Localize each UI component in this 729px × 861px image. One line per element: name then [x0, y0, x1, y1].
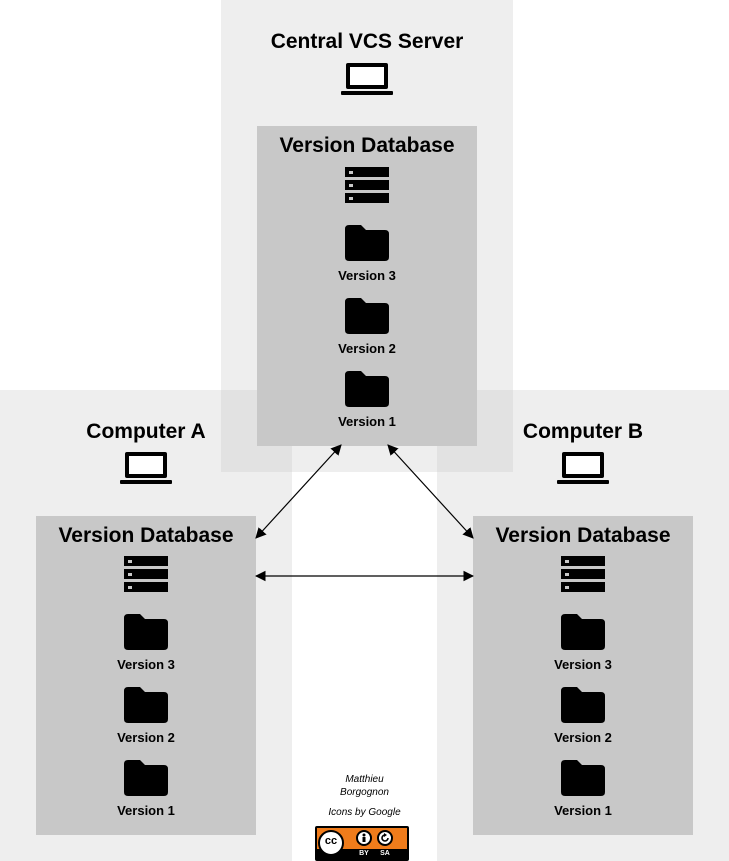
arrow-server-computer-a — [255, 444, 342, 539]
server-db-title: Version Database — [279, 134, 455, 157]
computer-a-db-title: Version Database — [58, 524, 234, 547]
folder-icon — [124, 760, 168, 796]
license-by-label: BY — [359, 850, 369, 857]
server-version-1: Version 1 — [338, 414, 396, 429]
server-title: Central VCS Server — [270, 30, 464, 53]
database-icon — [561, 556, 605, 592]
server-version-2: Version 2 — [338, 341, 396, 356]
author-credit-line2: Borgognon — [340, 787, 389, 798]
laptop-icon — [341, 63, 393, 95]
server-version-3: Version 3 — [338, 268, 396, 283]
computer-b-version-2: Version 2 — [554, 730, 612, 745]
database-icon — [345, 167, 389, 203]
laptop-icon — [120, 452, 172, 484]
cc-label: cc — [324, 835, 338, 847]
arrow-server-computer-b — [387, 444, 474, 539]
folder-icon — [124, 687, 168, 723]
folder-icon — [561, 687, 605, 723]
computer-b-title: Computer B — [522, 420, 644, 443]
computer-a-version-2: Version 2 — [117, 730, 175, 745]
laptop-icon — [557, 452, 609, 484]
license-sa-label: SA — [380, 850, 390, 857]
folder-icon — [345, 225, 389, 261]
folder-icon — [561, 760, 605, 796]
folder-icon — [345, 298, 389, 334]
folder-icon — [345, 371, 389, 407]
folder-icon — [561, 614, 605, 650]
computer-a-version-1: Version 1 — [117, 803, 175, 818]
database-icon — [124, 556, 168, 592]
cc-circle — [318, 830, 344, 856]
author-credit-line1: Matthieu — [345, 774, 384, 785]
computer-a-version-3: Version 3 — [117, 657, 175, 672]
computer-b-version-3: Version 3 — [554, 657, 612, 672]
computer-a-title: Computer A — [86, 420, 206, 443]
computer-b-db-title: Version Database — [495, 524, 671, 547]
icons-credit: Icons by Google — [328, 807, 401, 818]
by-icon — [356, 830, 372, 846]
license-badge[interactable]: cc BY SA — [315, 826, 409, 861]
computer-b-version-1: Version 1 — [554, 803, 612, 818]
sa-icon — [377, 830, 393, 846]
folder-icon — [124, 614, 168, 650]
